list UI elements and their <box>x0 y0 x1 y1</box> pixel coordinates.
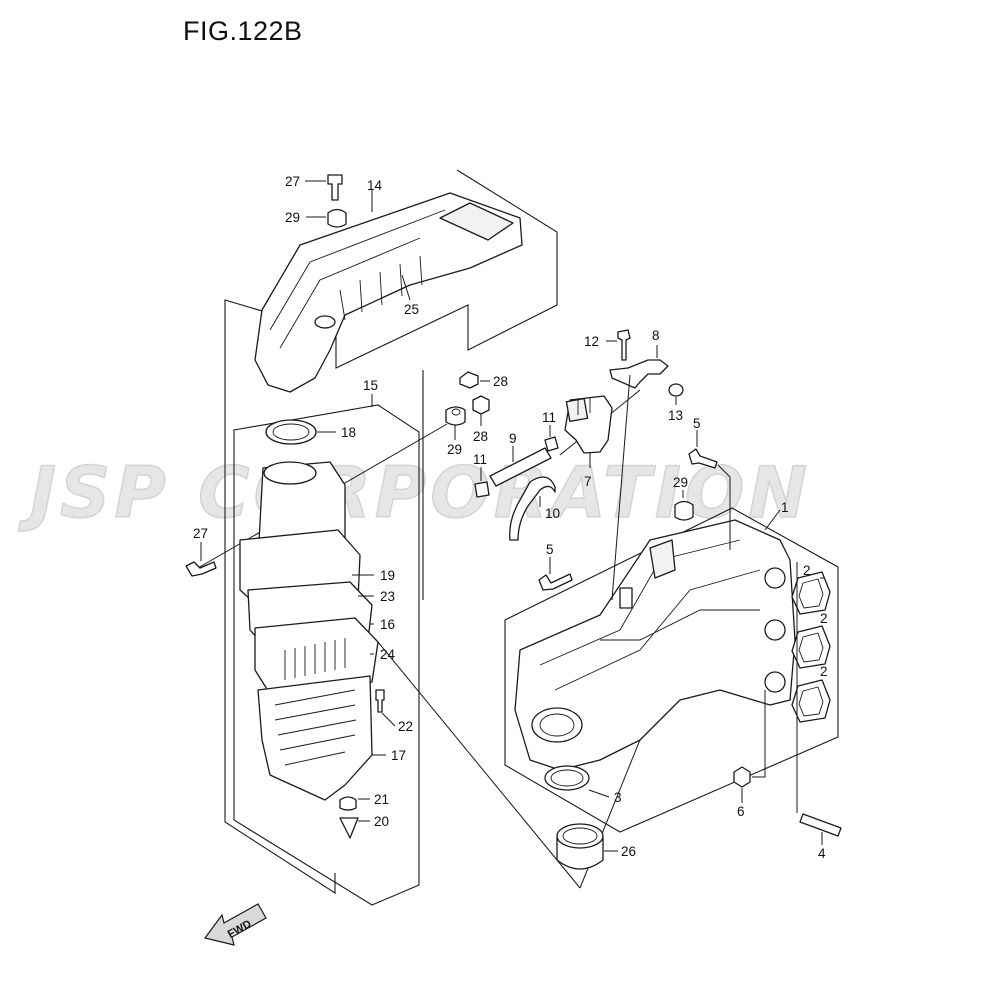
grommet-13 <box>668 383 684 405</box>
callout: 21 <box>374 792 389 807</box>
grommet-29-middle <box>445 406 466 440</box>
bolt-5-left <box>538 557 573 591</box>
callout: 6 <box>737 804 745 819</box>
callout: 24 <box>380 647 396 662</box>
clip-11-upper <box>544 425 559 452</box>
assembly-outline-air-duct <box>224 169 558 895</box>
gasket-2-middle <box>791 625 831 669</box>
bolt-5-right <box>688 430 731 550</box>
callout: 15 <box>363 378 378 393</box>
assembly-outline-air-cleaner <box>233 394 420 906</box>
callout: 2 <box>820 611 828 626</box>
cap-21 <box>339 796 370 811</box>
clip-11-lower <box>474 467 490 498</box>
callout: 5 <box>693 416 701 431</box>
hose-9 <box>489 446 552 487</box>
callout: 28 <box>473 429 488 444</box>
collar-28-middle <box>472 395 490 426</box>
bolt-12 <box>606 329 631 361</box>
callout: 16 <box>380 617 395 632</box>
callout: 29 <box>673 475 688 490</box>
connection-line <box>377 641 581 889</box>
callout: 10 <box>545 506 560 521</box>
fwd-arrow-icon: FWD <box>203 903 267 946</box>
clamp-3 <box>544 765 610 798</box>
callout: 2 <box>803 563 811 578</box>
callout: 11 <box>473 452 487 467</box>
callout: 20 <box>374 814 389 829</box>
callout: 3 <box>614 790 622 805</box>
callout: 29 <box>285 210 300 225</box>
callout: 25 <box>404 302 419 317</box>
bolt-27-top <box>305 174 343 201</box>
bracket-8 <box>609 345 669 601</box>
callout: 27 <box>285 174 300 189</box>
ring-18 <box>265 419 317 445</box>
screw-22 <box>375 689 396 727</box>
callout: 19 <box>380 568 395 583</box>
assembly-outline-intake-manifold <box>422 370 839 833</box>
callout-labels: 27 14 29 25 15 28 18 27 19 23 16 24 22 1… <box>193 174 828 861</box>
gasket-2-lower <box>791 679 831 723</box>
gasket-2-upper <box>791 571 831 615</box>
sleeve-26 <box>556 823 618 870</box>
leader-lines <box>317 190 825 756</box>
callout: 26 <box>621 844 636 859</box>
callout: 22 <box>398 719 413 734</box>
air-duct-part <box>254 192 523 393</box>
callout: 4 <box>818 846 826 861</box>
callout: 12 <box>584 334 599 349</box>
hose-10 <box>509 476 556 541</box>
callout: 9 <box>509 431 517 446</box>
callout: 18 <box>341 425 356 440</box>
intake-manifold-part <box>514 519 796 771</box>
air-cleaner-body <box>239 461 379 801</box>
stud-4 <box>796 562 842 845</box>
valve-7 <box>564 395 613 468</box>
grommet-29-right <box>674 490 694 521</box>
nut-6 <box>733 690 766 803</box>
callout: 17 <box>391 748 406 763</box>
bolt-27-left <box>185 542 217 577</box>
callout: 13 <box>668 408 683 423</box>
grommet-29-top <box>306 208 347 228</box>
callout: 14 <box>367 178 383 193</box>
callout: 8 <box>652 328 660 343</box>
callout: 5 <box>546 542 554 557</box>
callout: 27 <box>193 526 208 541</box>
callout: 7 <box>584 474 592 489</box>
callout: 2 <box>820 664 828 679</box>
callout: 23 <box>380 589 395 604</box>
callout: 1 <box>781 500 789 515</box>
figure-title: FIG.122B <box>183 16 303 46</box>
callout: 11 <box>542 410 556 425</box>
valve-20 <box>339 817 370 839</box>
collar-28-top <box>459 371 490 389</box>
callout: 29 <box>447 442 462 457</box>
callout: 28 <box>493 374 508 389</box>
